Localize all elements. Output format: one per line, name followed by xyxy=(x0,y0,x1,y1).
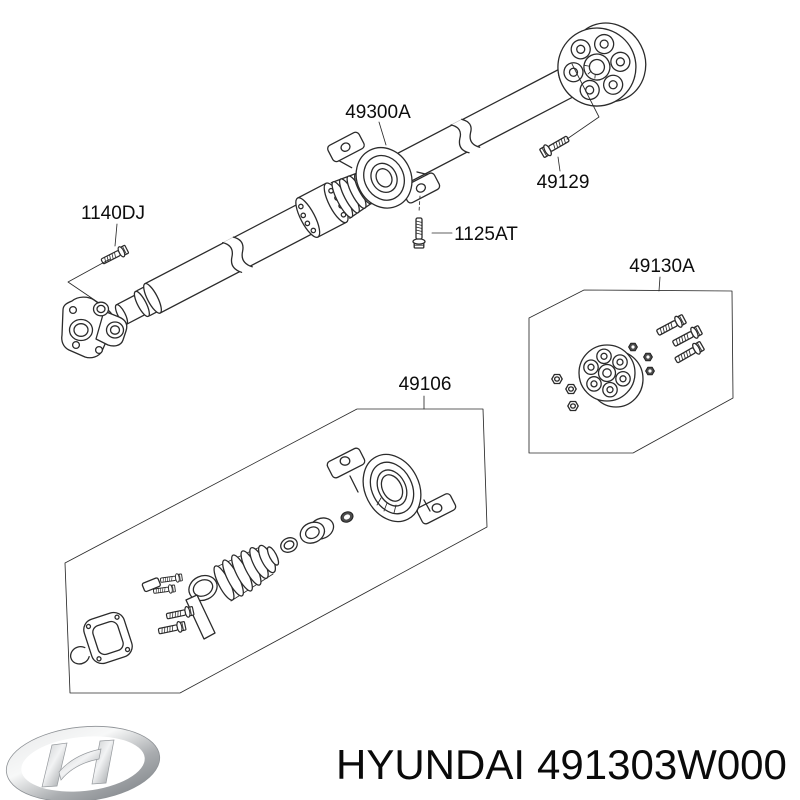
companion-flange xyxy=(295,182,349,238)
large-ring xyxy=(188,574,218,602)
brand-name: HYUNDAI xyxy=(336,741,525,788)
bolt-1140dj xyxy=(99,243,130,268)
callout-49300a: 49300A xyxy=(345,102,411,123)
callout-1125at: 1125AT xyxy=(454,224,518,245)
bolt-49129 xyxy=(538,132,572,160)
hyundai-logo xyxy=(5,725,161,800)
center-bearing-kit xyxy=(69,447,457,665)
bolt-1125at xyxy=(412,217,426,249)
flex-disc-coupling xyxy=(557,22,647,107)
part-number: 491303W000 xyxy=(537,741,787,788)
center-bearing-bracket xyxy=(327,131,441,209)
o-ring-small xyxy=(340,511,354,523)
reference-lines xyxy=(67,63,661,410)
kit-box-49106 xyxy=(64,408,488,694)
footer-part-title: HYUNDAI 491303W000 xyxy=(336,741,787,788)
bolt-set-b xyxy=(157,594,216,640)
gasket xyxy=(83,611,133,665)
snap-ring xyxy=(69,646,90,665)
callout-49130a: 49130A xyxy=(629,256,695,277)
cup-washer xyxy=(299,517,335,544)
ring-spacer xyxy=(280,537,298,553)
callout-49106: 49106 xyxy=(399,374,452,395)
bellows-boot xyxy=(213,544,280,602)
bolt-set-a xyxy=(141,572,184,597)
callout-1140dj: 1140DJ xyxy=(81,203,145,224)
flex-disc-part xyxy=(578,344,644,408)
bearing-support xyxy=(326,447,457,525)
callout-49129: 49129 xyxy=(537,172,590,193)
kit-nuts xyxy=(551,342,655,412)
drive-shaft xyxy=(114,22,647,326)
kit-box-49130a xyxy=(528,289,734,454)
flex-disc-kit xyxy=(551,312,706,412)
kit-bolts xyxy=(654,312,706,367)
flange-yoke xyxy=(61,296,128,359)
